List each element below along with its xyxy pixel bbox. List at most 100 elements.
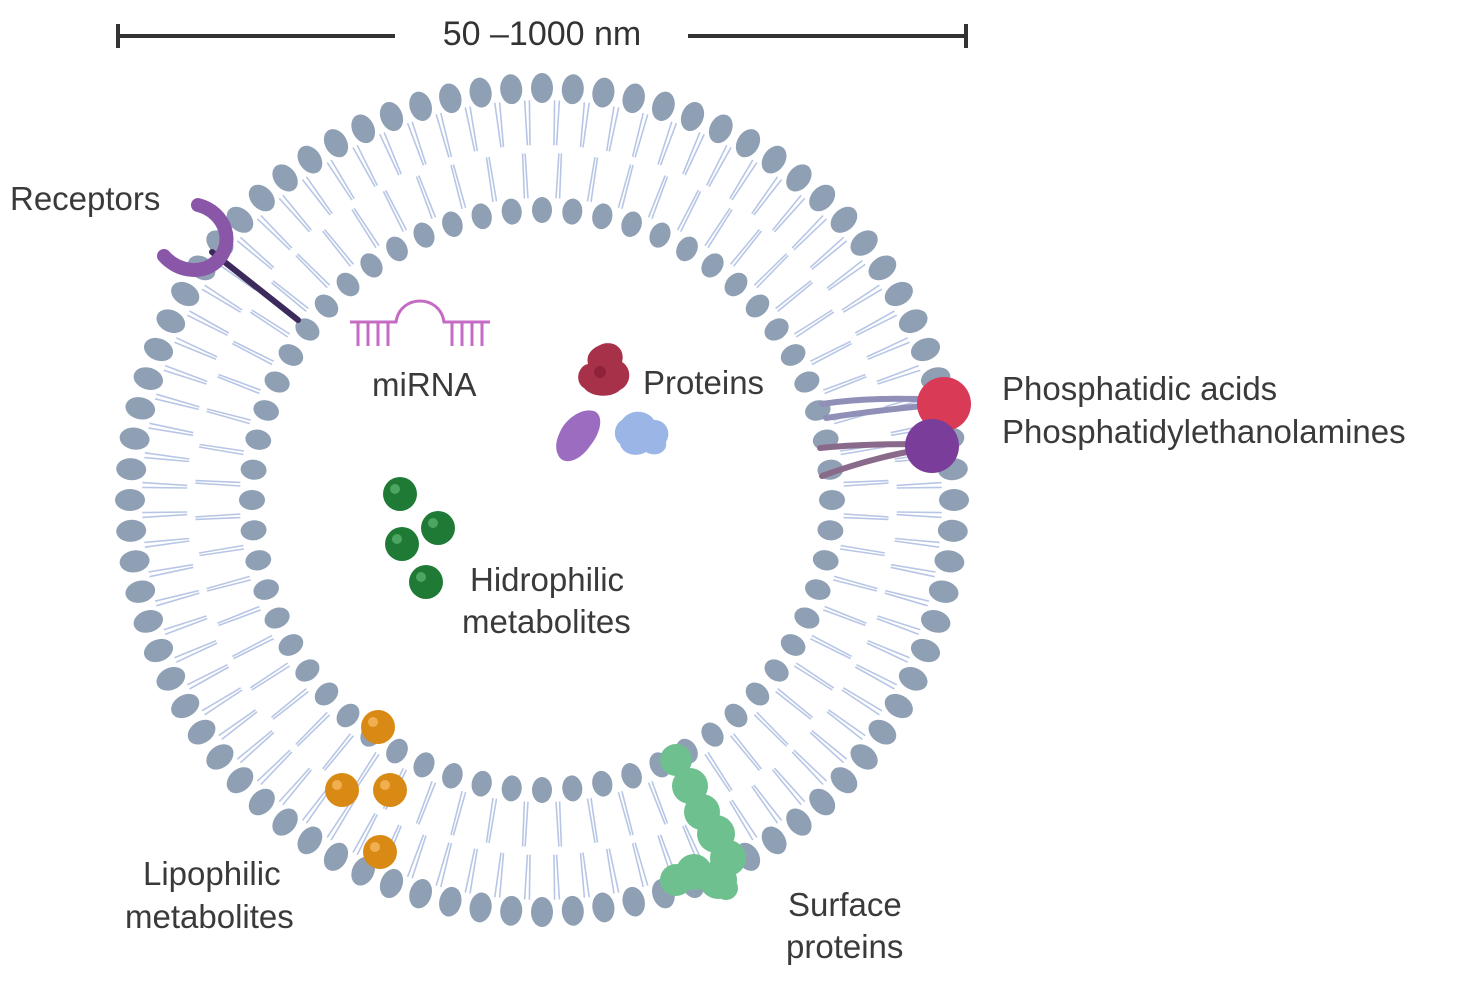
label-mirna: miRNA — [372, 366, 477, 403]
inner-lipid-tail — [704, 753, 731, 793]
inner-lipid-tail — [270, 687, 307, 719]
outer-lipid-tail — [877, 615, 921, 631]
outer-lipid-tail — [149, 422, 194, 434]
outer-lipid-tail — [239, 731, 275, 764]
protein-red-icon — [578, 343, 630, 396]
outer-lipid-tail — [144, 540, 190, 548]
inner-lipid-tail — [233, 340, 275, 363]
inner-lipid-tail — [811, 342, 853, 366]
inner-lipid-head — [745, 294, 770, 318]
outer-lipid-tail — [256, 749, 291, 782]
label-lipophilic-line1: Lipophilic — [143, 855, 281, 892]
outer-lipid-head — [651, 91, 675, 121]
inner-lipid-tail — [651, 176, 669, 219]
inner-lipid-tail — [452, 164, 467, 209]
inner-lipid-tail — [251, 665, 291, 691]
outer-lipid-tail — [204, 689, 243, 716]
outer-lipid-tail — [809, 731, 845, 764]
inner-lipid-head — [724, 272, 748, 297]
inner-lipid-tail — [756, 254, 789, 289]
outer-lipid-head — [469, 892, 492, 923]
label-phosphatidic-acids: Phosphatidic acids — [1002, 370, 1277, 407]
inner-lipid-tail — [418, 782, 437, 825]
outer-lipid-tail — [842, 687, 883, 712]
outer-lipid-head — [921, 609, 951, 633]
inner-lipid-tail — [840, 544, 886, 554]
outer-lipid-head — [119, 550, 150, 573]
inner-lipid-tail — [351, 209, 377, 249]
inner-lipid-head — [295, 659, 320, 682]
inner-lipid-head — [336, 703, 360, 728]
outer-lipid-tail — [579, 852, 586, 898]
outer-lipid-tail — [631, 112, 644, 157]
outer-lipid-tail — [411, 835, 427, 879]
inner-lipid-tail — [732, 733, 762, 770]
inner-lipid-head — [532, 777, 552, 803]
receptor-cup — [157, 198, 234, 277]
outer-lipid-tail — [582, 102, 590, 148]
inner-lipid-tail — [217, 605, 260, 624]
inner-lipid-head — [817, 520, 844, 541]
outer-lipid-tail — [657, 121, 673, 165]
inner-lipid-tail — [823, 373, 866, 391]
outer-lipid-tail — [142, 481, 188, 487]
inner-lipid-tail — [450, 791, 463, 836]
outer-lipid-tail — [894, 537, 940, 544]
inner-lipid-tail — [418, 175, 437, 218]
outer-lipid-tail — [553, 100, 556, 146]
label-hidrophilic-line1: Hidrophilic — [470, 561, 624, 598]
inner-lipid-tail — [707, 209, 733, 249]
inner-lipid-tail — [524, 801, 529, 847]
outer-lipid-tail — [260, 751, 293, 786]
outer-lipid-tail — [236, 240, 273, 271]
outer-lipid-tail — [164, 364, 208, 383]
outer-lipid-tail — [608, 848, 620, 893]
inner-lipid-tail — [323, 228, 355, 265]
outer-lipid-tail — [236, 729, 273, 760]
outer-lipid-tail — [142, 486, 188, 489]
mirna-icon — [350, 299, 490, 346]
outer-lipid-tail — [282, 194, 313, 231]
outer-lipid-head — [850, 744, 878, 770]
outer-lipid-tail — [894, 540, 940, 548]
inner-lipid-tail — [811, 634, 853, 658]
inner-lipid-head — [745, 682, 770, 706]
outer-lipid-tail — [608, 107, 620, 152]
lipid-heads — [115, 73, 969, 927]
inner-lipid-tail — [775, 280, 812, 310]
outer-lipid-tail — [729, 800, 754, 841]
inner-lipid-head — [812, 550, 839, 571]
outer-lipid-head — [622, 83, 645, 114]
outer-lipid-tail — [885, 589, 930, 602]
label-phosphatidylethanolamines: Phosphatidylethanolamines — [1002, 413, 1406, 450]
inner-lipid-tail — [295, 254, 328, 289]
outer-lipid-tail — [793, 218, 828, 251]
inner-lipid-tail — [206, 575, 251, 590]
inner-lipid-tail — [617, 164, 632, 209]
outer-lipid-tail — [282, 769, 313, 806]
outer-lipid-head — [143, 337, 174, 362]
inner-lipid-head — [240, 459, 267, 480]
outer-lipid-head — [622, 886, 645, 917]
special-lipids-icon — [817, 377, 971, 479]
outer-lipid-tail — [634, 114, 649, 158]
outer-lipid-tail — [154, 589, 199, 602]
outer-lipid-head — [116, 458, 147, 481]
outer-lipid-tail — [811, 729, 848, 760]
inner-lipid-head — [278, 634, 304, 656]
inner-lipid-head — [780, 344, 806, 366]
inner-lipid-tail — [704, 207, 731, 247]
outer-lipid-head — [561, 895, 584, 926]
inner-lipid-head — [780, 634, 806, 656]
inner-lipid-tail — [729, 735, 761, 772]
outer-lipid-tail — [201, 288, 242, 313]
outer-lipid-tail — [751, 176, 779, 215]
outer-lipid-tail — [605, 848, 615, 894]
inner-lipid-tail — [415, 176, 433, 219]
inner-lipid-head — [253, 579, 279, 600]
outer-lipid-head — [937, 519, 968, 542]
inner-lipid-head — [278, 344, 304, 366]
inner-lipid-tail — [217, 376, 260, 395]
outer-lipid-tail — [469, 106, 479, 152]
